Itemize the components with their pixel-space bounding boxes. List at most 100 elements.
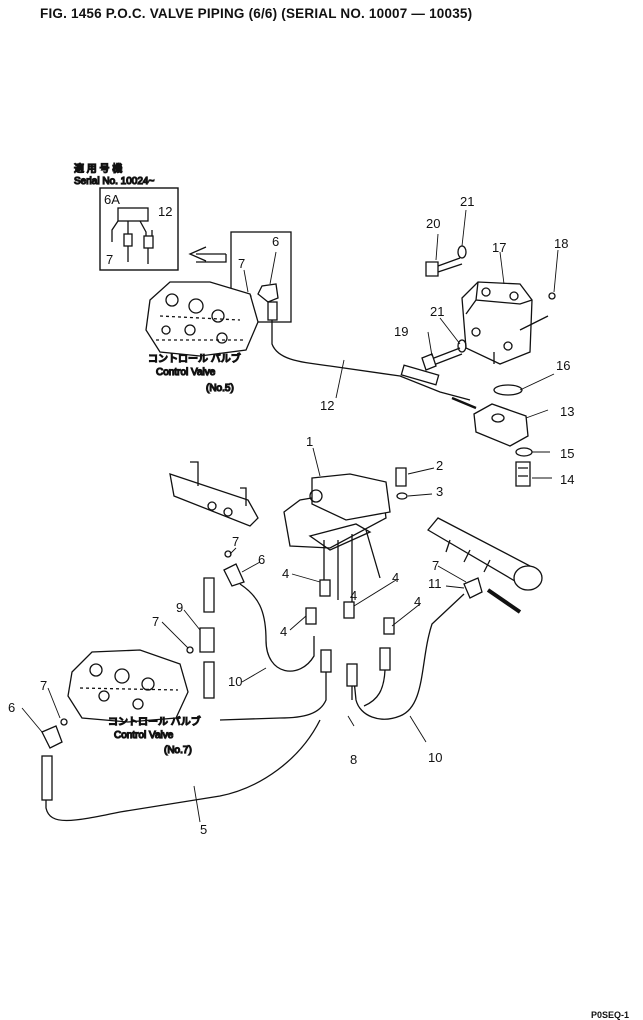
callout-17: 17	[492, 240, 506, 255]
callout-4-e: 4	[350, 588, 357, 603]
oring-18	[548, 292, 556, 300]
bolt-14	[515, 461, 531, 487]
control-valve-no7-en: Control Valve	[114, 730, 174, 741]
callout-13: 13	[560, 404, 574, 419]
adapter-4-d	[383, 617, 395, 635]
direction-arrow	[188, 246, 227, 263]
hose-12	[271, 320, 471, 401]
callout-7-tee: 7	[152, 614, 159, 629]
callout-10-right: 10	[428, 750, 442, 765]
callout-1: 1	[306, 434, 313, 449]
hose-stub-lower	[203, 661, 215, 699]
valve-block-assembly	[461, 281, 556, 365]
callout-15: 15	[560, 446, 574, 461]
washer-3	[396, 492, 408, 500]
elbow-6-upper	[257, 283, 279, 303]
pipe-left-upper	[169, 461, 259, 527]
hose-10-right	[353, 593, 465, 720]
bolt-2	[395, 467, 407, 487]
callout-21-lower: 21	[430, 304, 444, 319]
control-valve-no7-jp: コントロール バルブ	[108, 715, 201, 728]
washer-21-upper	[457, 245, 467, 259]
flange-13	[473, 403, 529, 447]
callout-6-upper: 6	[272, 234, 279, 249]
callout-7-lower: 7	[40, 678, 47, 693]
inset-frame	[99, 187, 179, 271]
hose-10-tail	[363, 669, 386, 707]
washer-15	[515, 447, 533, 457]
callout-18: 18	[554, 236, 568, 251]
hose-10-end	[379, 647, 391, 671]
callout-6-mid: 6	[258, 552, 265, 567]
hose-8-end-a	[320, 649, 332, 673]
callout-4-a: 4	[282, 566, 289, 581]
hose-5-end	[41, 755, 53, 801]
callout-7-mid: 7	[232, 534, 239, 549]
pipe-stub	[486, 588, 522, 614]
bolt-20	[425, 257, 463, 277]
inset-fitting-a	[123, 233, 133, 247]
callout-4-c: 4	[392, 570, 399, 585]
callout-12-inset: 12	[158, 204, 172, 219]
leader-lines	[21, 209, 559, 823]
hose-12-connection	[451, 396, 477, 410]
callout-6-lower: 6	[8, 700, 15, 715]
oring-7-mid	[224, 550, 232, 558]
callout-19: 19	[394, 324, 408, 339]
inset-detail: 適 用 号 機 Serial No. 10024~	[73, 161, 179, 271]
control-valve-no5-jp: コントロール バルブ	[148, 352, 241, 365]
adapter-4-b	[305, 607, 317, 625]
washer-21-lower	[457, 339, 467, 353]
oring-7-tee	[186, 646, 194, 654]
elbow-6-mid	[223, 563, 245, 587]
callout-12: 12	[320, 398, 334, 413]
inset-hose-stubs	[127, 246, 149, 264]
corner-code: P0SEQ-1	[591, 1010, 630, 1020]
callout-3: 3	[436, 484, 443, 499]
tee-9	[199, 627, 215, 653]
control-valve-no5	[145, 281, 259, 357]
callout-11: 11	[428, 576, 442, 591]
inset-jp-label: 適 用 号 機	[74, 162, 122, 175]
callout-2: 2	[436, 458, 443, 473]
callout-20: 20	[426, 216, 440, 231]
adapter-4-c	[343, 601, 355, 619]
callout-16: 16	[556, 358, 570, 373]
adapter-4-a	[319, 579, 331, 597]
callout-7-right: 7	[432, 558, 439, 573]
inset-valve-block	[117, 207, 149, 222]
hose-end-upper	[267, 301, 278, 321]
detail-box-elbow	[230, 231, 292, 323]
flange-13-port	[491, 413, 505, 423]
control-valve-no5-en: Control Valve	[156, 367, 216, 378]
solenoid-valve-1	[283, 473, 391, 604]
callout-7-inset: 7	[106, 252, 113, 267]
oring-16	[493, 384, 523, 396]
inset-fittings	[111, 220, 153, 248]
elbow-6-lower	[41, 725, 63, 749]
fitting-11	[463, 577, 483, 599]
hose-12-end-fitting	[400, 364, 440, 386]
control-valve-no7	[67, 649, 189, 723]
control-valve-no5-number: (No.5)	[206, 383, 234, 394]
hose-8-end-b	[346, 663, 358, 687]
callout-14: 14	[560, 472, 574, 487]
control-valve-no7-number: (No.7)	[164, 745, 192, 756]
callout-21-upper: 21	[460, 194, 474, 209]
callout-4-b: 4	[280, 624, 287, 639]
callout-5: 5	[200, 822, 207, 837]
hose-stub-9	[203, 577, 215, 613]
figure-title: FIG. 1456 P.O.C. VALVE PIPING (6/6) (SER…	[40, 6, 473, 21]
callout-8: 8	[350, 752, 357, 767]
callout-4-d: 4	[414, 594, 421, 609]
callout-10-left: 10	[228, 674, 242, 689]
hose-10-left	[239, 583, 315, 672]
callout-9: 9	[176, 600, 183, 615]
callout-6a: 6A	[104, 192, 120, 207]
callout-7-upper: 7	[238, 256, 245, 271]
bolt-19	[421, 347, 463, 371]
inset-fitting-b	[143, 235, 154, 249]
inset-serial-label: Serial No. 10024~	[74, 176, 154, 187]
oring-7-lower	[60, 718, 68, 726]
